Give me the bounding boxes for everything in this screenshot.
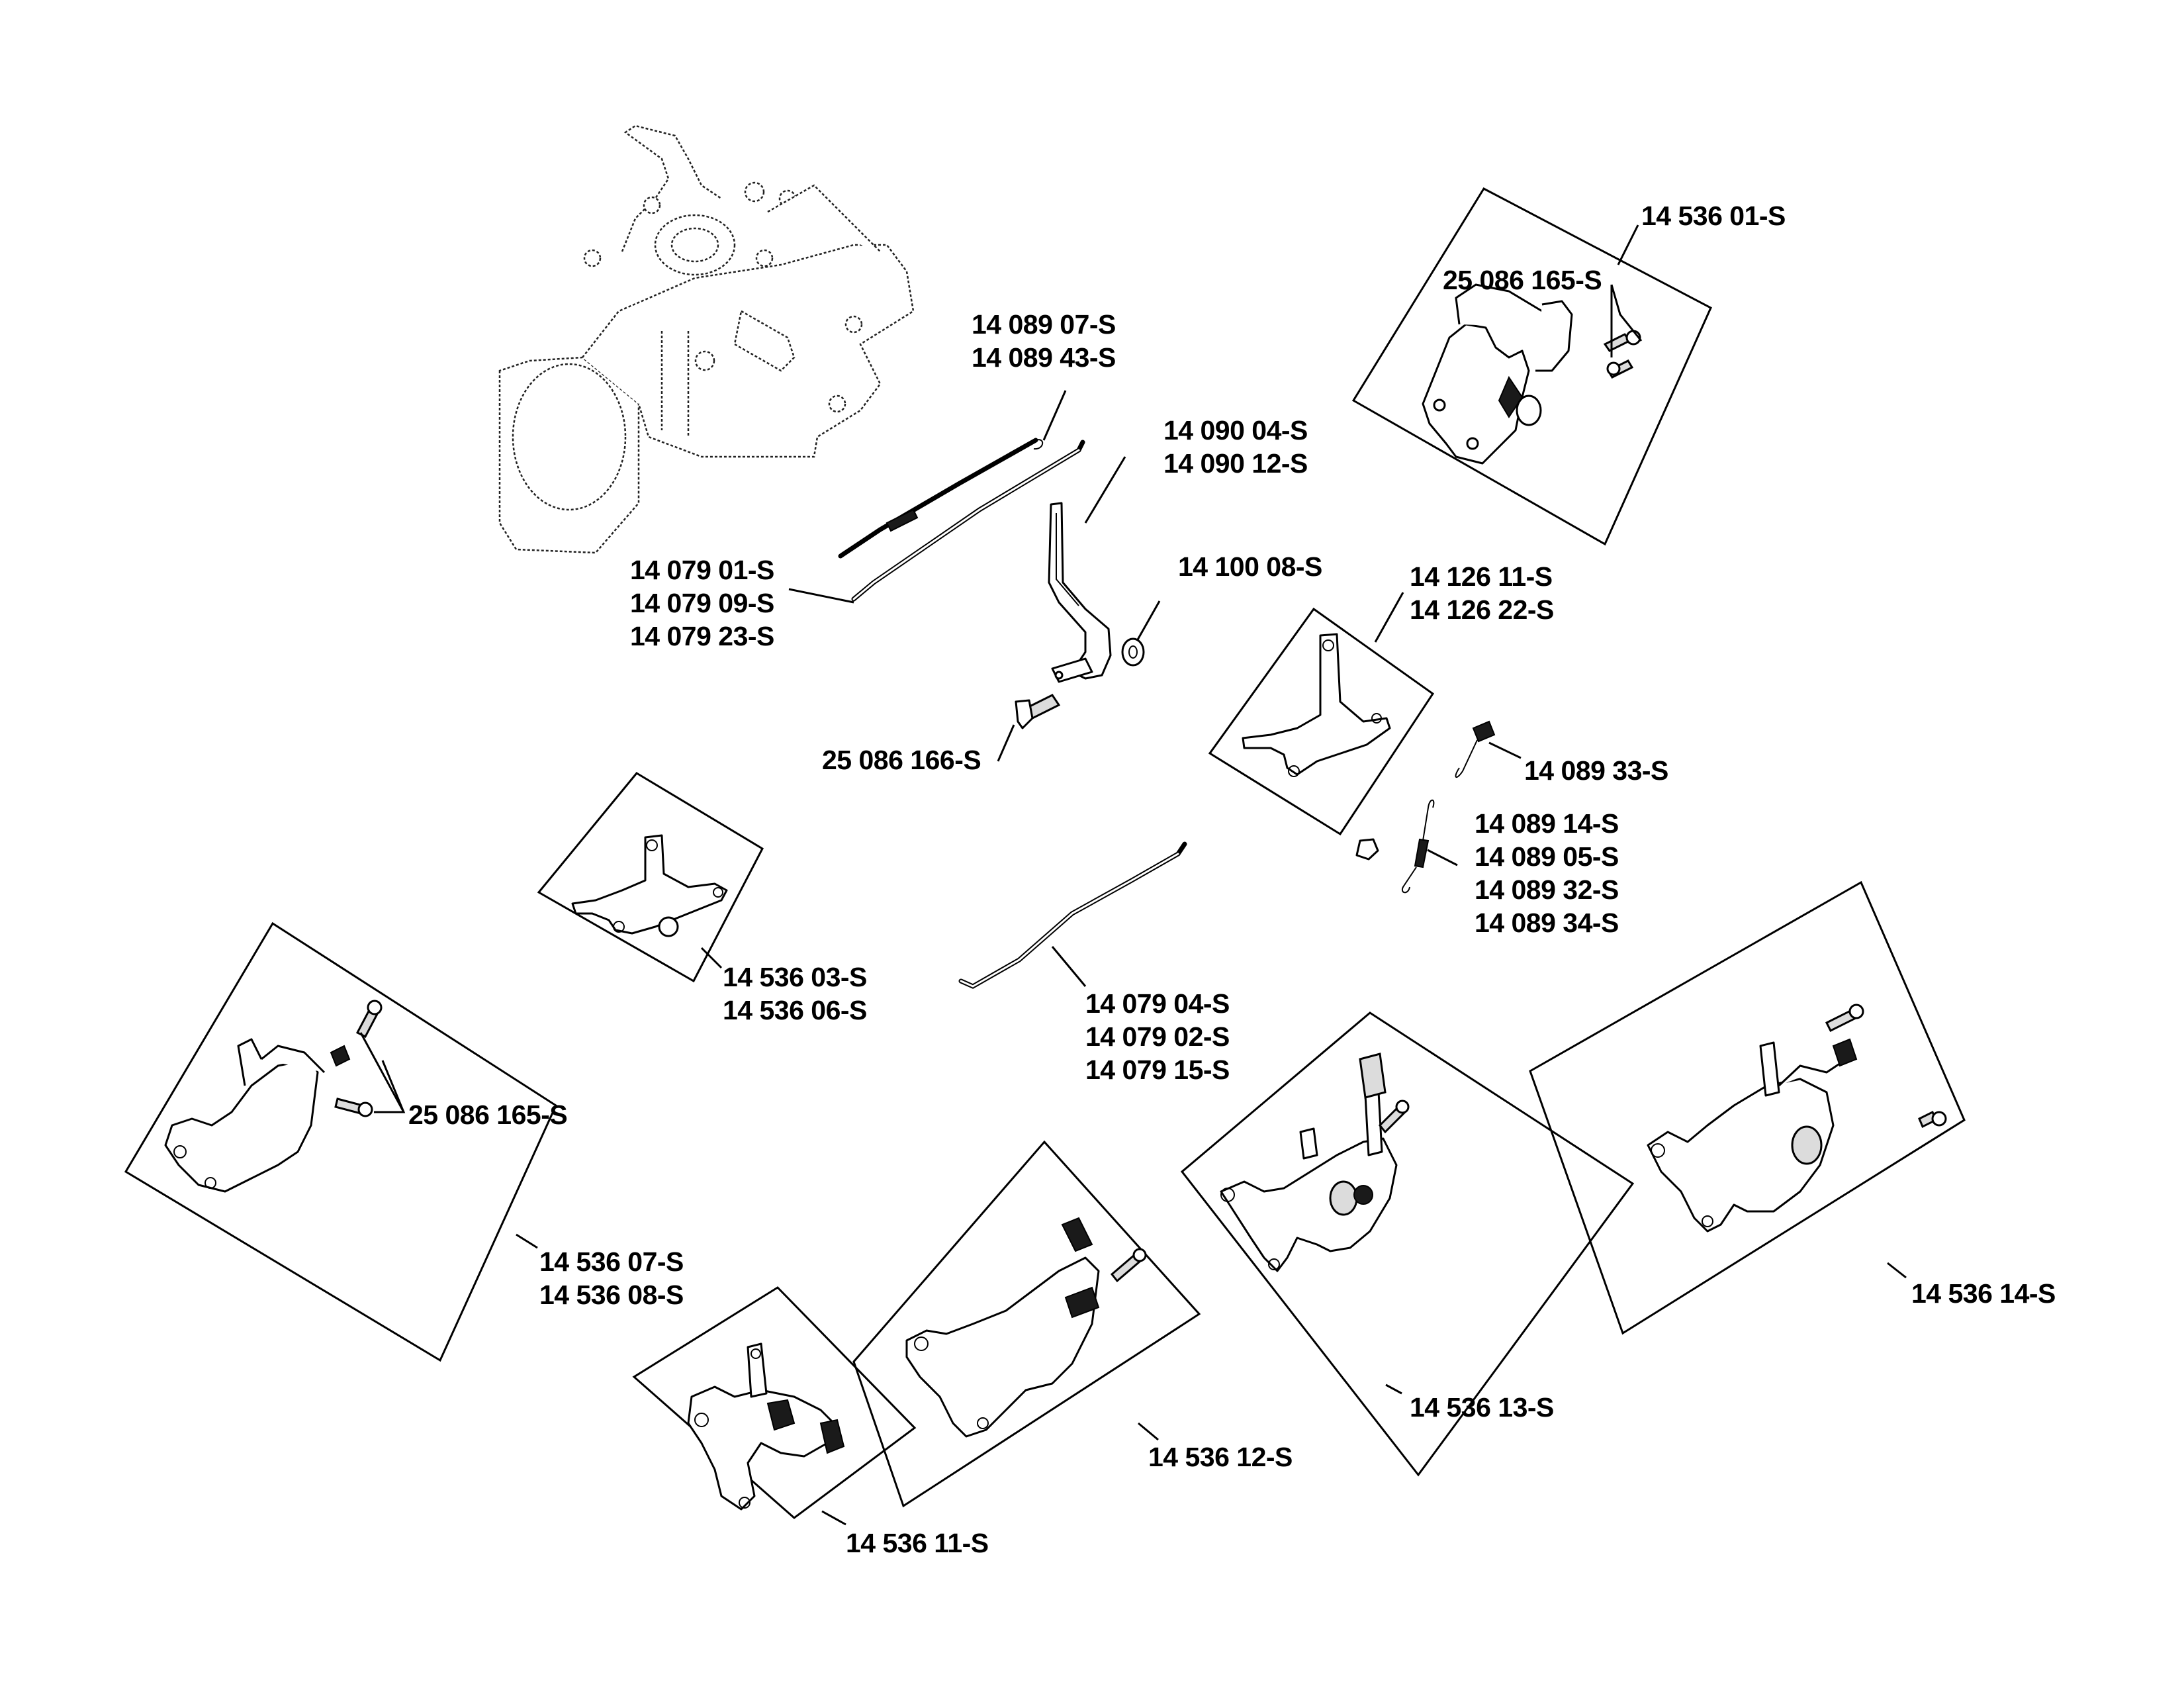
callout-label: 14 536 01-S <box>1641 201 1786 231</box>
callout-label: 14 090 04-S <box>1163 415 1308 445</box>
callout-label: 14 126 22-S <box>1410 594 1554 625</box>
callout-label: 14 079 09-S <box>630 588 774 618</box>
callout-label: 14 536 06-S <box>723 995 867 1025</box>
callout-label: 25 086 166-S <box>822 745 981 775</box>
lever-nut: 14 100 08-S <box>1121 551 1322 667</box>
callout-label: 14 079 02-S <box>1085 1021 1230 1052</box>
control-bracket-03: 14 536 03-S 14 536 06-S <box>537 772 867 1025</box>
callout-label: 14 079 23-S <box>630 621 774 651</box>
callout-label: 14 089 07-S <box>972 309 1116 340</box>
callout-label: 14 089 34-S <box>1475 908 1619 938</box>
assembly-frame-13: 14 536 13-S <box>1180 1011 1635 1477</box>
callout-label: 14 079 01-S <box>630 555 774 585</box>
throttle-link-rod: 14 079 04-S 14 079 02-S 14 079 15-S <box>958 841 1230 1085</box>
callout-label: 14 089 33-S <box>1524 755 1668 786</box>
callout-label: 14 536 14-S <box>1911 1278 2056 1309</box>
callout-label: 14 089 32-S <box>1475 874 1619 905</box>
callout-label: 25 086 165-S <box>1443 265 1602 295</box>
callout-label: 14 536 08-S <box>539 1280 684 1310</box>
engine-block <box>498 124 915 554</box>
callout-label: 14 536 07-S <box>539 1246 684 1277</box>
assembly-frame-11: 14 536 11-S <box>632 1286 989 1558</box>
spring-set: 14 089 14-S 14 089 05-S 14 089 32-S 14 0… <box>1355 799 1619 938</box>
callout-label: 14 536 03-S <box>723 962 867 992</box>
callout-label: 14 089 43-S <box>972 342 1116 373</box>
assembly-frame-14: 14 536 14-S <box>1529 880 2056 1335</box>
callout-label: 14 536 11-S <box>846 1528 989 1558</box>
callout-label: 14 089 14-S <box>1475 808 1619 839</box>
callout-label: 14 100 08-S <box>1178 551 1322 582</box>
governor-link-rod-callout: 14 079 01-S 14 079 09-S 14 079 23-S <box>630 555 854 651</box>
assembly-frame-01: 14 536 01-S 25 086 165-S <box>1351 187 1786 546</box>
callout-label: 14 536 13-S <box>1410 1392 1554 1423</box>
spring-33: 14 089 33-S <box>1455 720 1668 786</box>
callout-label: 14 536 12-S <box>1148 1442 1293 1472</box>
callout-label: 14 079 15-S <box>1085 1055 1230 1085</box>
callout-label: 14 126 11-S <box>1410 561 1553 592</box>
lever-bolt: 25 086 166-S <box>822 694 1061 775</box>
governor-spring-rod: 14 089 07-S 14 089 43-S <box>838 309 1116 602</box>
control-bracket-126: 14 126 11-S 14 126 22-S <box>1208 561 1554 836</box>
governor-lever: 14 090 04-S 14 090 12-S <box>1048 415 1308 683</box>
assembly-frame-12: 14 536 12-S <box>852 1140 1293 1508</box>
callout-label: 14 089 05-S <box>1475 841 1619 872</box>
callout-label: 25 086 165-S <box>408 1100 567 1130</box>
callout-label: 14 079 04-S <box>1085 988 1230 1019</box>
assembly-frame-07: 25 086 165-S 14 536 07-S 14 536 08-S <box>124 921 684 1362</box>
callout-label: 14 090 12-S <box>1163 448 1308 479</box>
